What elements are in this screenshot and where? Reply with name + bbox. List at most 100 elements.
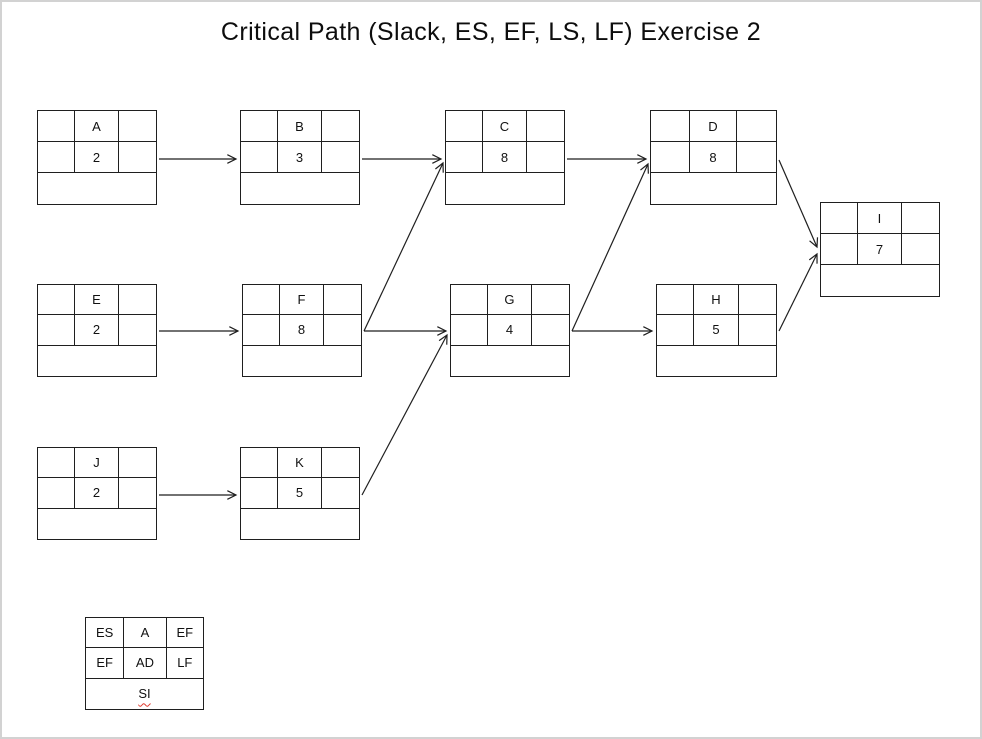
- legend-activity-cell[interactable]: A: [124, 618, 167, 649]
- node-B-name-cell[interactable]: B: [278, 111, 322, 142]
- legend-key[interactable]: ES A EF EF AD LF SI: [85, 617, 204, 710]
- activity-node-I[interactable]: I 7: [820, 202, 940, 297]
- node-K-name-cell[interactable]: K: [278, 448, 322, 479]
- edge-H-I[interactable]: [778, 252, 818, 332]
- node-I-name-cell[interactable]: I: [858, 203, 902, 234]
- node-B-ef-cell[interactable]: [321, 111, 359, 142]
- node-B-duration-cell[interactable]: 3: [278, 142, 322, 173]
- node-I-ef-cell[interactable]: [901, 203, 939, 234]
- node-H-ls-cell[interactable]: [657, 315, 695, 346]
- node-G-name-cell[interactable]: G: [488, 285, 532, 316]
- node-A-duration-cell[interactable]: 2: [75, 142, 119, 173]
- node-B-ls-cell[interactable]: [241, 142, 279, 173]
- node-J-duration-cell[interactable]: 2: [75, 478, 119, 509]
- node-A-name-cell[interactable]: A: [75, 111, 119, 142]
- node-D-duration-cell[interactable]: 8: [690, 142, 737, 173]
- node-J-ls-cell[interactable]: [38, 478, 76, 509]
- node-E-lf-cell[interactable]: [118, 315, 156, 346]
- node-K-duration-cell[interactable]: 5: [278, 478, 322, 509]
- node-A-lf-cell[interactable]: [118, 142, 156, 173]
- node-H-slack-cell[interactable]: [657, 346, 776, 376]
- node-K-lf-cell[interactable]: [321, 478, 359, 509]
- activity-node-K[interactable]: K 5: [240, 447, 360, 540]
- node-K-ef-cell[interactable]: [321, 448, 359, 479]
- edge-G-D[interactable]: [571, 162, 649, 332]
- node-E-slack-cell[interactable]: [38, 346, 156, 376]
- node-K-es-cell[interactable]: [241, 448, 279, 479]
- node-D-slack-cell[interactable]: [651, 173, 776, 204]
- node-J-name-cell[interactable]: J: [75, 448, 119, 479]
- node-J-es-cell[interactable]: [38, 448, 76, 479]
- node-B-slack-cell[interactable]: [241, 173, 359, 204]
- node-I-duration-cell[interactable]: 7: [858, 234, 902, 265]
- node-C-ls-cell[interactable]: [446, 142, 484, 173]
- node-D-ls-cell[interactable]: [651, 142, 691, 173]
- legend-ef-cell[interactable]: EF: [166, 618, 203, 649]
- node-G-ef-cell[interactable]: [531, 285, 569, 316]
- node-H-name-cell[interactable]: H: [694, 285, 739, 316]
- node-F-ef-cell[interactable]: [323, 285, 361, 316]
- node-F-lf-cell[interactable]: [323, 315, 361, 346]
- edge-K-G[interactable]: [361, 333, 448, 496]
- activity-node-E[interactable]: E 2: [37, 284, 157, 377]
- node-H-ef-cell[interactable]: [738, 285, 776, 316]
- node-C-duration-cell[interactable]: 8: [483, 142, 527, 173]
- node-I-es-cell[interactable]: [821, 203, 859, 234]
- node-B-lf-cell[interactable]: [321, 142, 359, 173]
- node-G-ls-cell[interactable]: [451, 315, 489, 346]
- node-F-slack-cell[interactable]: [243, 346, 361, 376]
- node-G-lf-cell[interactable]: [531, 315, 569, 346]
- node-C-es-cell[interactable]: [446, 111, 484, 142]
- edge-D-I[interactable]: [778, 159, 819, 249]
- edge-F-C[interactable]: [363, 161, 444, 332]
- node-H-es-cell[interactable]: [657, 285, 695, 316]
- node-H-lf-cell[interactable]: [738, 315, 776, 346]
- node-F-es-cell[interactable]: [243, 285, 281, 316]
- node-F-name-cell[interactable]: F: [280, 285, 324, 316]
- legend-lf-cell[interactable]: LF: [166, 648, 203, 679]
- node-J-slack-cell[interactable]: [38, 509, 156, 539]
- node-G-slack-cell[interactable]: [451, 346, 569, 376]
- node-K-ls-cell[interactable]: [241, 478, 279, 509]
- node-K-slack-cell[interactable]: [241, 509, 359, 539]
- node-C-slack-cell[interactable]: [446, 173, 564, 204]
- node-C-ef-cell[interactable]: [526, 111, 564, 142]
- node-E-name-cell[interactable]: E: [75, 285, 119, 316]
- activity-node-F[interactable]: F 8: [242, 284, 362, 377]
- node-F-duration-cell[interactable]: 8: [280, 315, 324, 346]
- node-D-name-cell[interactable]: D: [690, 111, 737, 142]
- node-H-duration-cell[interactable]: 5: [694, 315, 739, 346]
- activity-node-A[interactable]: A 2: [37, 110, 157, 205]
- node-C-lf-cell[interactable]: [526, 142, 564, 173]
- node-D-es-cell[interactable]: [651, 111, 691, 142]
- node-E-es-cell[interactable]: [38, 285, 76, 316]
- legend-es-cell[interactable]: ES: [86, 618, 125, 649]
- slide-title[interactable]: Critical Path (Slack, ES, EF, LS, LF) Ex…: [220, 18, 762, 46]
- node-C-name-cell[interactable]: C: [483, 111, 527, 142]
- activity-node-G[interactable]: G 4: [450, 284, 570, 377]
- node-G-es-cell[interactable]: [451, 285, 489, 316]
- activity-node-D[interactable]: D 8: [650, 110, 777, 205]
- activity-node-J[interactable]: J 2: [37, 447, 157, 540]
- legend-ls-cell[interactable]: EF: [86, 648, 125, 679]
- node-D-ef-cell[interactable]: [736, 111, 776, 142]
- node-A-ls-cell[interactable]: [38, 142, 76, 173]
- node-F-ls-cell[interactable]: [243, 315, 281, 346]
- activity-node-H[interactable]: H 5: [656, 284, 777, 377]
- node-D-lf-cell[interactable]: [736, 142, 776, 173]
- node-I-lf-cell[interactable]: [901, 234, 939, 265]
- activity-node-C[interactable]: C 8: [445, 110, 565, 205]
- node-I-slack-cell[interactable]: [821, 265, 939, 296]
- node-B-es-cell[interactable]: [241, 111, 279, 142]
- node-E-duration-cell[interactable]: 2: [75, 315, 119, 346]
- legend-slack-cell[interactable]: SI: [86, 679, 203, 709]
- node-J-lf-cell[interactable]: [118, 478, 156, 509]
- node-A-slack-cell[interactable]: [38, 173, 156, 204]
- node-E-ls-cell[interactable]: [38, 315, 76, 346]
- node-G-duration-cell[interactable]: 4: [488, 315, 532, 346]
- activity-node-B[interactable]: B 3: [240, 110, 360, 205]
- node-I-ls-cell[interactable]: [821, 234, 859, 265]
- node-A-es-cell[interactable]: [38, 111, 76, 142]
- legend-ad-cell[interactable]: AD: [124, 648, 167, 679]
- node-E-ef-cell[interactable]: [118, 285, 156, 316]
